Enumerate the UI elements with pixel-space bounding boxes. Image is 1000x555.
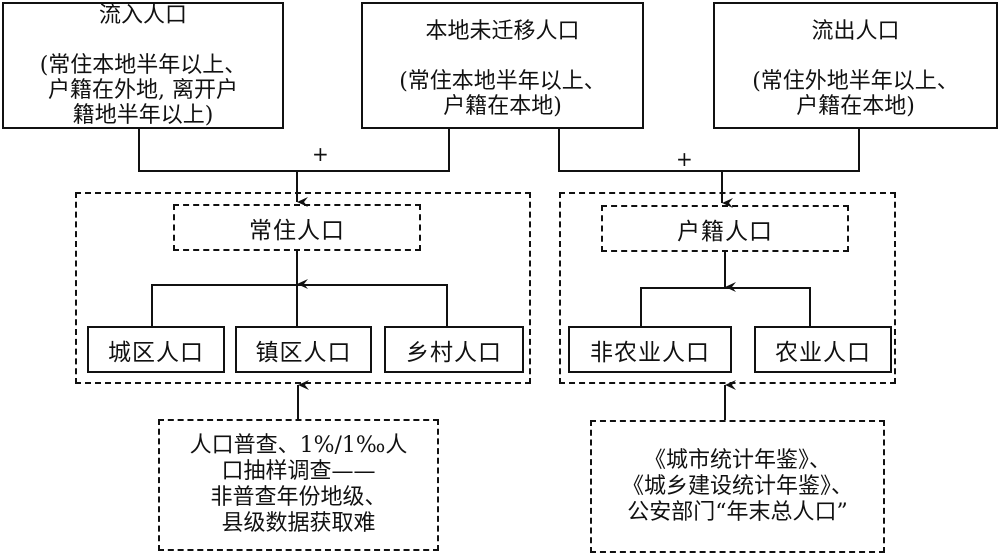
household-population-box: 户籍人口 (601, 205, 849, 252)
local-population-box: 本地未迁移人口 (常住本地半年以上、 户籍在本地) (361, 2, 644, 129)
yearbook-source-box: 《城市统计年鉴》、 《城乡建设统计年鉴》、 公安部门“年末总人口” (590, 420, 885, 553)
agricultural-label: 农业人口 (775, 339, 871, 366)
town-label: 镇区人口 (255, 339, 352, 366)
outflow-population-box: 流出人口 (常住外地半年以上、 户籍在本地) (713, 2, 998, 129)
census-source-text: 人口普查、1%/1‰人 口抽样调查—— 非普查年份地级、 县级数据获取难 (189, 433, 408, 536)
outflow-detail: (常住外地半年以上、 户籍在本地) (752, 68, 959, 119)
urban-district-population-box: 城区人口 (87, 326, 225, 373)
non-agricultural-population-box: 非农业人口 (568, 326, 732, 373)
household-population-group (559, 192, 896, 384)
town-population-box: 镇区人口 (235, 326, 372, 373)
left-plus-sign: + (312, 142, 329, 166)
rural-label: 乡村人口 (406, 339, 502, 366)
inflow-population-box: 流入人口 (常住本地半年以上、 户籍在外地, 离开户 籍地半年以上) (2, 2, 284, 129)
local-title: 本地未迁移人口 (425, 18, 580, 44)
household-population-label: 户籍人口 (677, 218, 773, 245)
resident-split-connector (151, 284, 448, 326)
right-merge-connector (558, 128, 860, 172)
outflow-title: 流出人口 (811, 18, 900, 44)
census-source-box: 人口普查、1%/1‰人 口抽样调查—— 非普查年份地级、 县级数据获取难 (158, 419, 439, 551)
non-agricultural-label: 非农业人口 (590, 339, 710, 366)
resident-population-box: 常住人口 (173, 204, 421, 251)
left-merge-connector (138, 128, 450, 172)
local-detail: (常住本地半年以上、 户籍在本地) (399, 68, 606, 119)
resident-population-group (75, 192, 531, 384)
inflow-detail: (常住本地半年以上、 户籍在外地, 离开户 籍地半年以上) (39, 53, 247, 128)
agricultural-population-box: 农业人口 (754, 326, 892, 373)
rural-population-box: 乡村人口 (384, 326, 524, 373)
yearbook-source-text: 《城市统计年鉴》、 《城乡建设统计年鉴》、 公安部门“年末总人口” (621, 447, 853, 525)
resident-population-label: 常住人口 (249, 217, 345, 244)
household-split-connector (640, 287, 811, 326)
urban-district-label: 城区人口 (108, 339, 204, 366)
inflow-title: 流入人口 (98, 3, 187, 28)
right-plus-sign: + (676, 147, 693, 171)
